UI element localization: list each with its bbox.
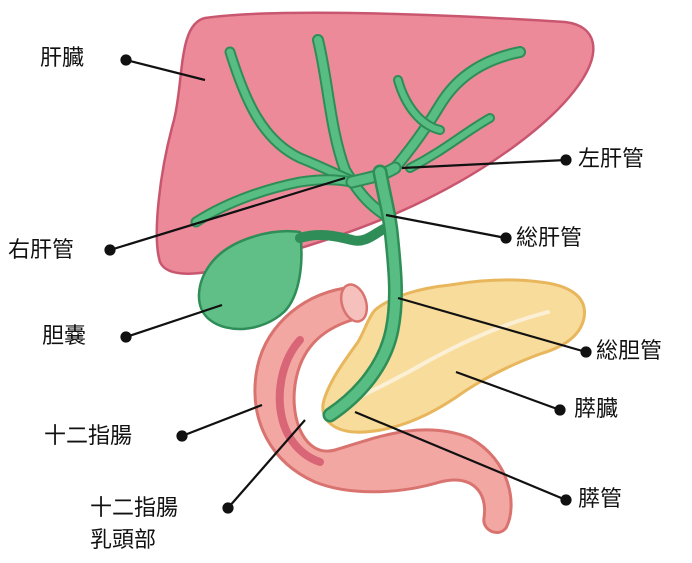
leader-dot-liver (122, 56, 131, 65)
leader-duodenum (182, 405, 262, 436)
label-duodenum: 十二指腸 (44, 424, 132, 450)
leader-dot-duodenum (178, 432, 187, 441)
label-pancreas: 膵臓 (574, 397, 618, 423)
leader-dot-duodenal-papilla (224, 504, 233, 513)
leader-dot-pancreas (556, 406, 565, 415)
leader-pancreas (456, 372, 560, 410)
leader-dot-common-hepatic-duct (502, 234, 511, 243)
label-left-hepatic-duct: 左肝管 (578, 147, 644, 173)
label-duodenal-papilla-line2: 乳頭部 (90, 528, 156, 554)
leader-dot-pancreatic-duct (562, 496, 571, 505)
label-duodenal-papilla-line1: 十二指腸 (90, 496, 178, 522)
leader-dot-common-bile-duct (582, 348, 591, 357)
leader-dot-left-hepatic-duct (562, 156, 571, 165)
leader-gallbladder (126, 305, 222, 337)
label-gallbladder: 胆嚢 (42, 324, 86, 350)
label-pancreatic-duct: 膵管 (578, 487, 622, 513)
label-common-hepatic-duct: 総肝管 (516, 226, 582, 252)
leader-dot-right-hepatic-duct (106, 246, 115, 255)
label-common-bile-duct: 総胆管 (596, 339, 662, 365)
label-liver: 肝臓 (40, 46, 84, 72)
leader-dot-gallbladder (122, 333, 131, 342)
label-right-hepatic-duct: 右肝管 (8, 238, 74, 264)
leader-common-hepatic-duct (386, 215, 506, 238)
